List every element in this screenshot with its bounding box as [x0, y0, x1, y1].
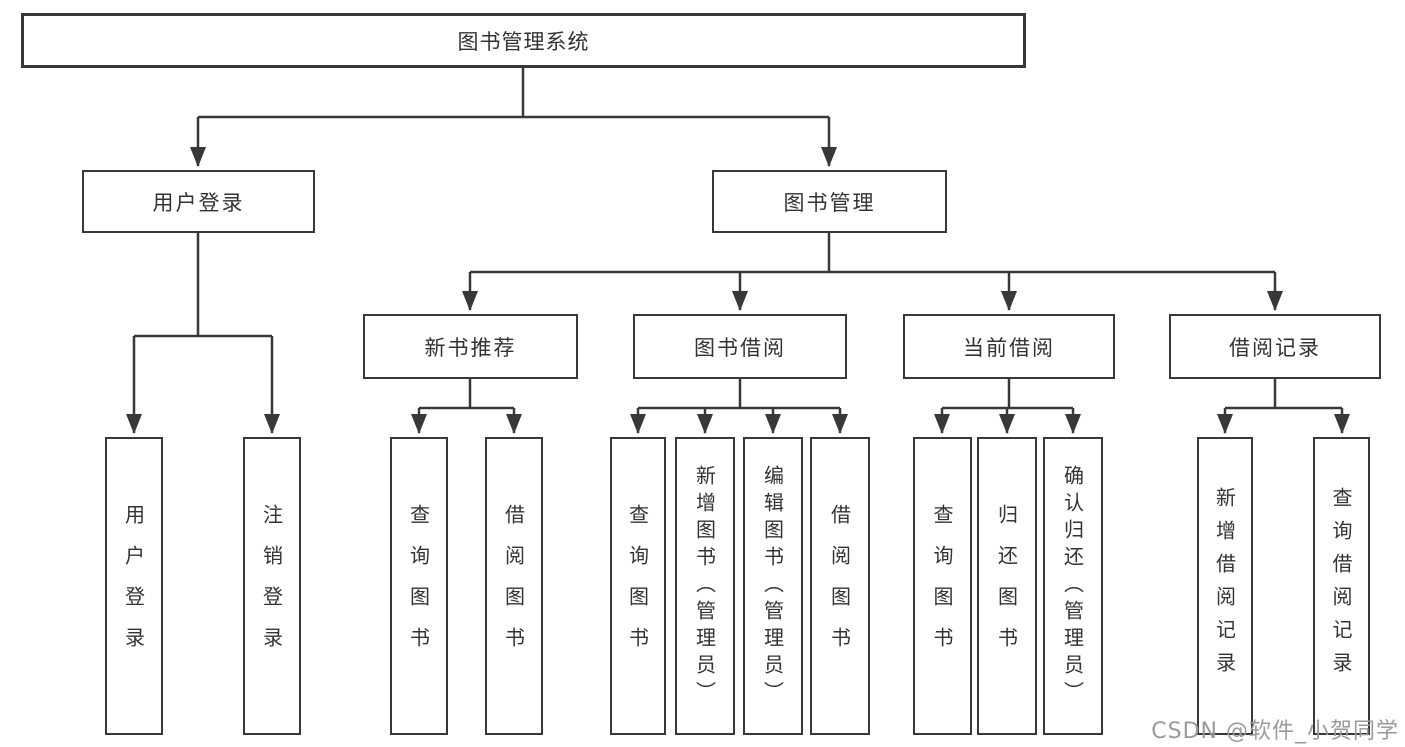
leaf-label: 归还图书: [994, 504, 1019, 668]
leaf-label: 新增图书（管理员）: [692, 464, 717, 708]
leaf-add-books-admin: 新增图书（管理员）: [675, 437, 735, 735]
leaf-logout: 注销登录: [243, 437, 301, 735]
leaf-label: 查询图书: [625, 504, 650, 668]
leaf-add-borrow-record: 新增借阅记录: [1197, 437, 1253, 735]
leaf-edit-books-admin: 编辑图书（管理员）: [743, 437, 803, 735]
node-label: 图书借阅: [694, 335, 786, 360]
leaf-label: 确认归还（管理员）: [1060, 464, 1085, 708]
node-book-borrowing: 图书借阅: [633, 314, 847, 379]
leaf-label: 用户登录: [121, 504, 146, 668]
node-borrowing-records: 借阅记录: [1169, 314, 1381, 379]
leaf-query-books-recommend: 查询图书: [390, 437, 448, 735]
leaf-label: 借阅图书: [501, 504, 526, 668]
csdn-watermark: CSDN @软件_小贺同学: [1151, 719, 1399, 744]
leaf-borrow-books: 借阅图书: [810, 437, 870, 735]
node-library-management-system: 图书管理系统: [21, 13, 1026, 68]
node-book-management: 图书管理: [712, 170, 947, 233]
node-user-login: 用户登录: [82, 170, 315, 233]
node-label: 图书管理: [783, 190, 876, 215]
leaf-query-borrow-record: 查询借阅记录: [1313, 437, 1370, 735]
leaf-label: 查询借阅记录: [1329, 487, 1353, 685]
leaf-query-books-current: 查询图书: [913, 437, 972, 735]
node-current-borrowing: 当前借阅: [903, 314, 1115, 379]
leaf-return-books: 归还图书: [977, 437, 1037, 735]
leaf-confirm-return-admin: 确认归还（管理员）: [1043, 437, 1103, 735]
leaf-label: 查询图书: [406, 504, 431, 668]
node-label: 用户登录: [152, 190, 245, 215]
node-label: 当前借阅: [963, 335, 1055, 360]
leaf-label: 注销登录: [259, 504, 284, 668]
leaf-query-books-borrowing: 查询图书: [610, 437, 666, 735]
node-label: 新书推荐: [424, 335, 517, 360]
node-label: 借阅记录: [1229, 335, 1321, 360]
leaf-borrow-books-recommend: 借阅图书: [485, 437, 543, 735]
leaf-label: 编辑图书（管理员）: [760, 464, 785, 708]
leaf-label: 查询图书: [930, 504, 954, 668]
node-new-book-recommend: 新书推荐: [363, 314, 578, 379]
node-label: 图书管理系统: [457, 29, 590, 54]
leaf-label: 新增借阅记录: [1212, 487, 1237, 685]
leaf-label: 借阅图书: [827, 504, 852, 668]
leaf-user-login: 用户登录: [105, 437, 163, 735]
